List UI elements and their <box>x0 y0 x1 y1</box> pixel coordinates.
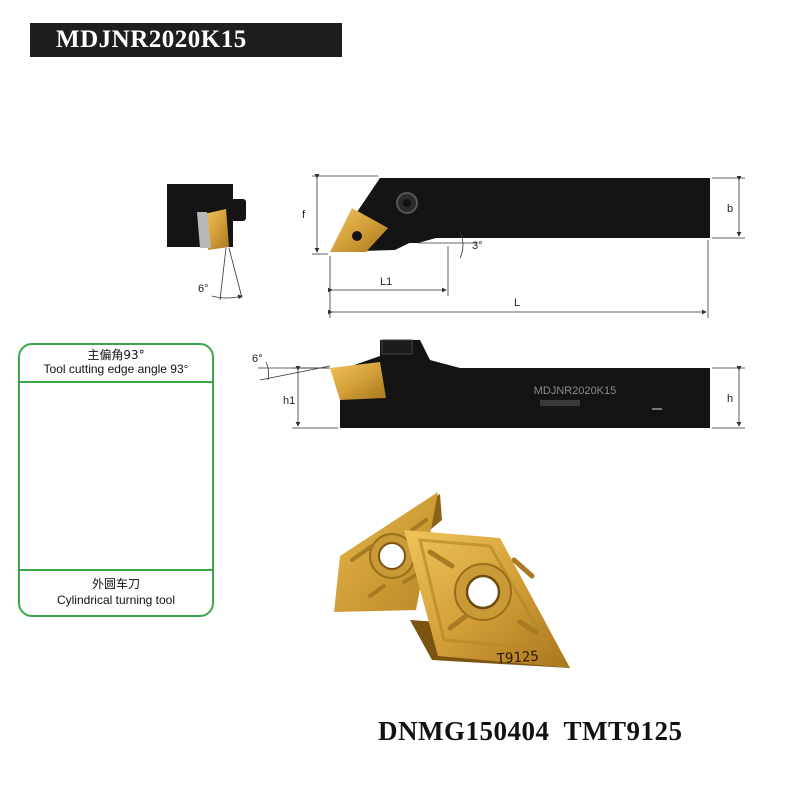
top-view: b f L1 L 3° <box>302 174 745 318</box>
dim-L-label: L <box>514 297 520 309</box>
dim-f-label: f <box>302 209 306 221</box>
panel-footer-en: Cylindrical turning tool <box>56 593 176 607</box>
top-view-angle-label: 3° <box>472 240 483 252</box>
panel-footer: 外圆车刀 Cylindrical turning tool <box>20 569 212 615</box>
panel-footer-zh: 外圆车刀 <box>91 577 140 591</box>
end-view-clamp <box>230 199 246 221</box>
cutting-angle-panel: 主偏角93° Tool cutting edge angle 93° 外圆车刀 … <box>18 343 214 617</box>
panel-header-zh: 主偏角93° <box>87 348 145 362</box>
end-view: 6° <box>167 184 246 301</box>
top-view-shank <box>380 178 710 243</box>
inserts-illustration: T9125 <box>334 492 570 668</box>
insert-marking: T9125 <box>496 649 539 668</box>
side-view: MDJNR2020K15 h h1 6° <box>252 339 745 429</box>
side-view-angle-label: 6° <box>252 353 263 365</box>
dim-b-label: b <box>727 203 733 215</box>
product-title: MDJNR2020K15 <box>30 23 342 57</box>
end-view-angle-label: 6° <box>198 283 209 295</box>
dim-h-label: h <box>727 393 733 405</box>
side-view-shank <box>340 340 710 428</box>
insert-caption: DNMG150404 TMT9125 <box>378 716 683 746</box>
top-view-insert <box>330 208 388 252</box>
panel-header-en: Tool cutting edge angle 93° <box>43 362 189 376</box>
panel-header: 主偏角93° Tool cutting edge angle 93° <box>20 345 212 383</box>
end-view-insert <box>204 209 229 250</box>
shank-marking: MDJNR2020K15 <box>534 385 617 397</box>
side-view-insert <box>330 362 386 400</box>
dim-h1-label: h1 <box>283 395 295 407</box>
dim-L1-label: L1 <box>380 276 392 288</box>
